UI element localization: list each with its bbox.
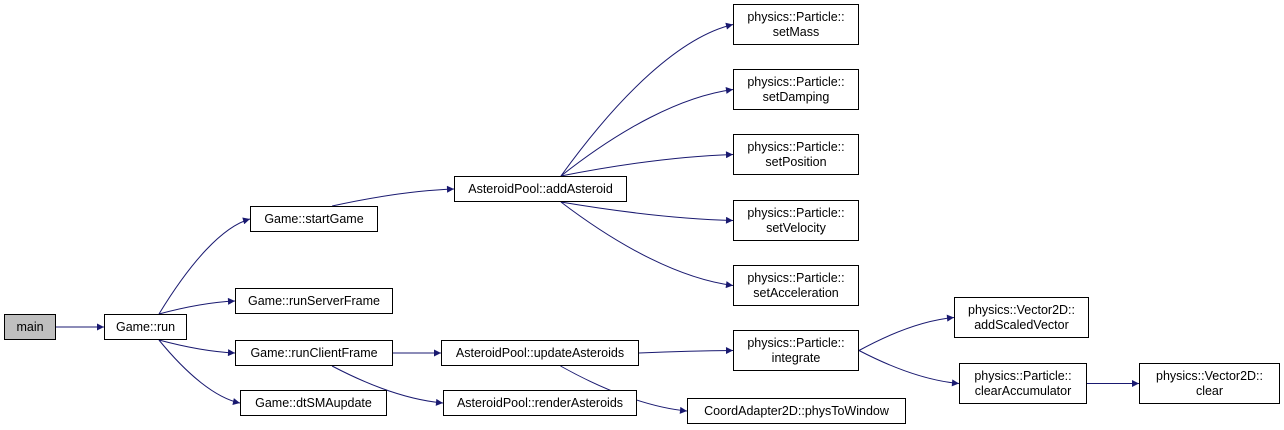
node-vector2d-clear[interactable]: physics::Vector2D:: clear <box>1139 363 1280 404</box>
node-label: Game::runClientFrame <box>250 345 378 360</box>
node-label-line1: physics::Particle:: <box>747 335 845 350</box>
edge-run-to-runServerFrame <box>158 297 236 315</box>
node-label-line2: setDamping <box>762 89 830 104</box>
node-label: Game::run <box>115 319 176 334</box>
node-particle-setdamping[interactable]: physics::Particle:: setDamping <box>733 69 859 110</box>
edge-integrate-to-addScaledVector <box>858 314 955 351</box>
node-label-line2: setPosition <box>765 154 827 169</box>
node-game-runclientframe[interactable]: Game::runClientFrame <box>235 340 393 366</box>
edge-integrate-to-clearAccumulator <box>858 350 960 387</box>
node-label: Game::startGame <box>264 211 364 226</box>
node-particle-setacceleration[interactable]: physics::Particle:: setAcceleration <box>733 265 859 306</box>
node-particle-setposition[interactable]: physics::Particle:: setPosition <box>733 134 859 175</box>
node-particle-clearaccumulator[interactable]: physics::Particle:: clearAccumulator <box>959 363 1087 404</box>
node-label-line2: clear <box>1195 383 1224 398</box>
node-label: AsteroidPool::updateAsteroids <box>455 345 625 360</box>
node-label-line2: setVelocity <box>766 220 826 235</box>
node-label-line2: setAcceleration <box>753 285 839 300</box>
node-label: CoordAdapter2D::physToWindow <box>704 403 889 418</box>
edge-runClientFrame-to-renderAsteroids <box>331 365 444 406</box>
node-game-startgame[interactable]: Game::startGame <box>250 206 378 232</box>
node-label-line1: physics::Particle:: <box>747 74 845 89</box>
edge-startGame-to-addAsteroid <box>332 185 455 207</box>
edge-addAsteroid-to-setMass <box>560 22 734 177</box>
edge-addAsteroid-to-setAcceleration <box>560 201 734 289</box>
node-main: main <box>4 314 56 340</box>
node-game-dtsmaupdate[interactable]: Game::dtSMAupdate <box>240 390 387 416</box>
node-coordadapter2d-phystowindow[interactable]: CoordAdapter2D::physToWindow <box>687 398 906 424</box>
node-particle-integrate[interactable]: physics::Particle:: integrate <box>733 330 859 371</box>
node-label-line2: setMass <box>772 24 820 39</box>
node-label-line1: physics::Particle:: <box>747 139 845 154</box>
edge-run-to-startGame <box>158 217 251 315</box>
edge-addAsteroid-to-setPosition <box>560 151 734 177</box>
node-asteroidpool-renderasteroids[interactable]: AsteroidPool::renderAsteroids <box>443 390 637 416</box>
node-game-runserverframe[interactable]: Game::runServerFrame <box>235 288 393 314</box>
node-asteroidpool-updateasteroids[interactable]: AsteroidPool::updateAsteroids <box>441 340 639 366</box>
node-asteroidpool-addasteroid[interactable]: AsteroidPool::addAsteroid <box>454 176 627 202</box>
node-vector2d-addscaledvector[interactable]: physics::Vector2D:: addScaledVector <box>954 297 1089 338</box>
node-label-line1: physics::Particle:: <box>747 270 845 285</box>
node-label: AsteroidPool::renderAsteroids <box>456 395 624 410</box>
node-label-line1: physics::Vector2D:: <box>1156 368 1263 383</box>
edge-updateAsteroids-to-integrate <box>638 347 734 355</box>
node-label-line1: physics::Particle:: <box>974 368 1072 383</box>
node-particle-setvelocity[interactable]: physics::Particle:: setVelocity <box>733 200 859 241</box>
node-particle-setmass[interactable]: physics::Particle:: setMass <box>733 4 859 45</box>
node-game-run[interactable]: Game::run <box>104 314 187 340</box>
node-label-line1: physics::Particle:: <box>747 9 845 24</box>
edge-run-to-dtSMAupdate <box>158 339 241 406</box>
node-label: AsteroidPool::addAsteroid <box>468 181 613 196</box>
node-label-line2: integrate <box>771 350 821 365</box>
edge-run-to-runClientFrame <box>158 339 236 357</box>
node-label: Game::runServerFrame <box>248 293 380 308</box>
node-label-line2: clearAccumulator <box>974 383 1072 398</box>
node-label: main <box>16 319 44 334</box>
node-label-line1: physics::Vector2D:: <box>968 302 1075 317</box>
node-label-line1: physics::Particle:: <box>747 205 845 220</box>
edge-addAsteroid-to-setDamping <box>560 86 734 177</box>
node-label-line2: addScaledVector <box>974 317 1069 332</box>
node-label: Game::dtSMAupdate <box>255 395 372 410</box>
edge-addAsteroid-to-setVelocity <box>560 201 734 224</box>
